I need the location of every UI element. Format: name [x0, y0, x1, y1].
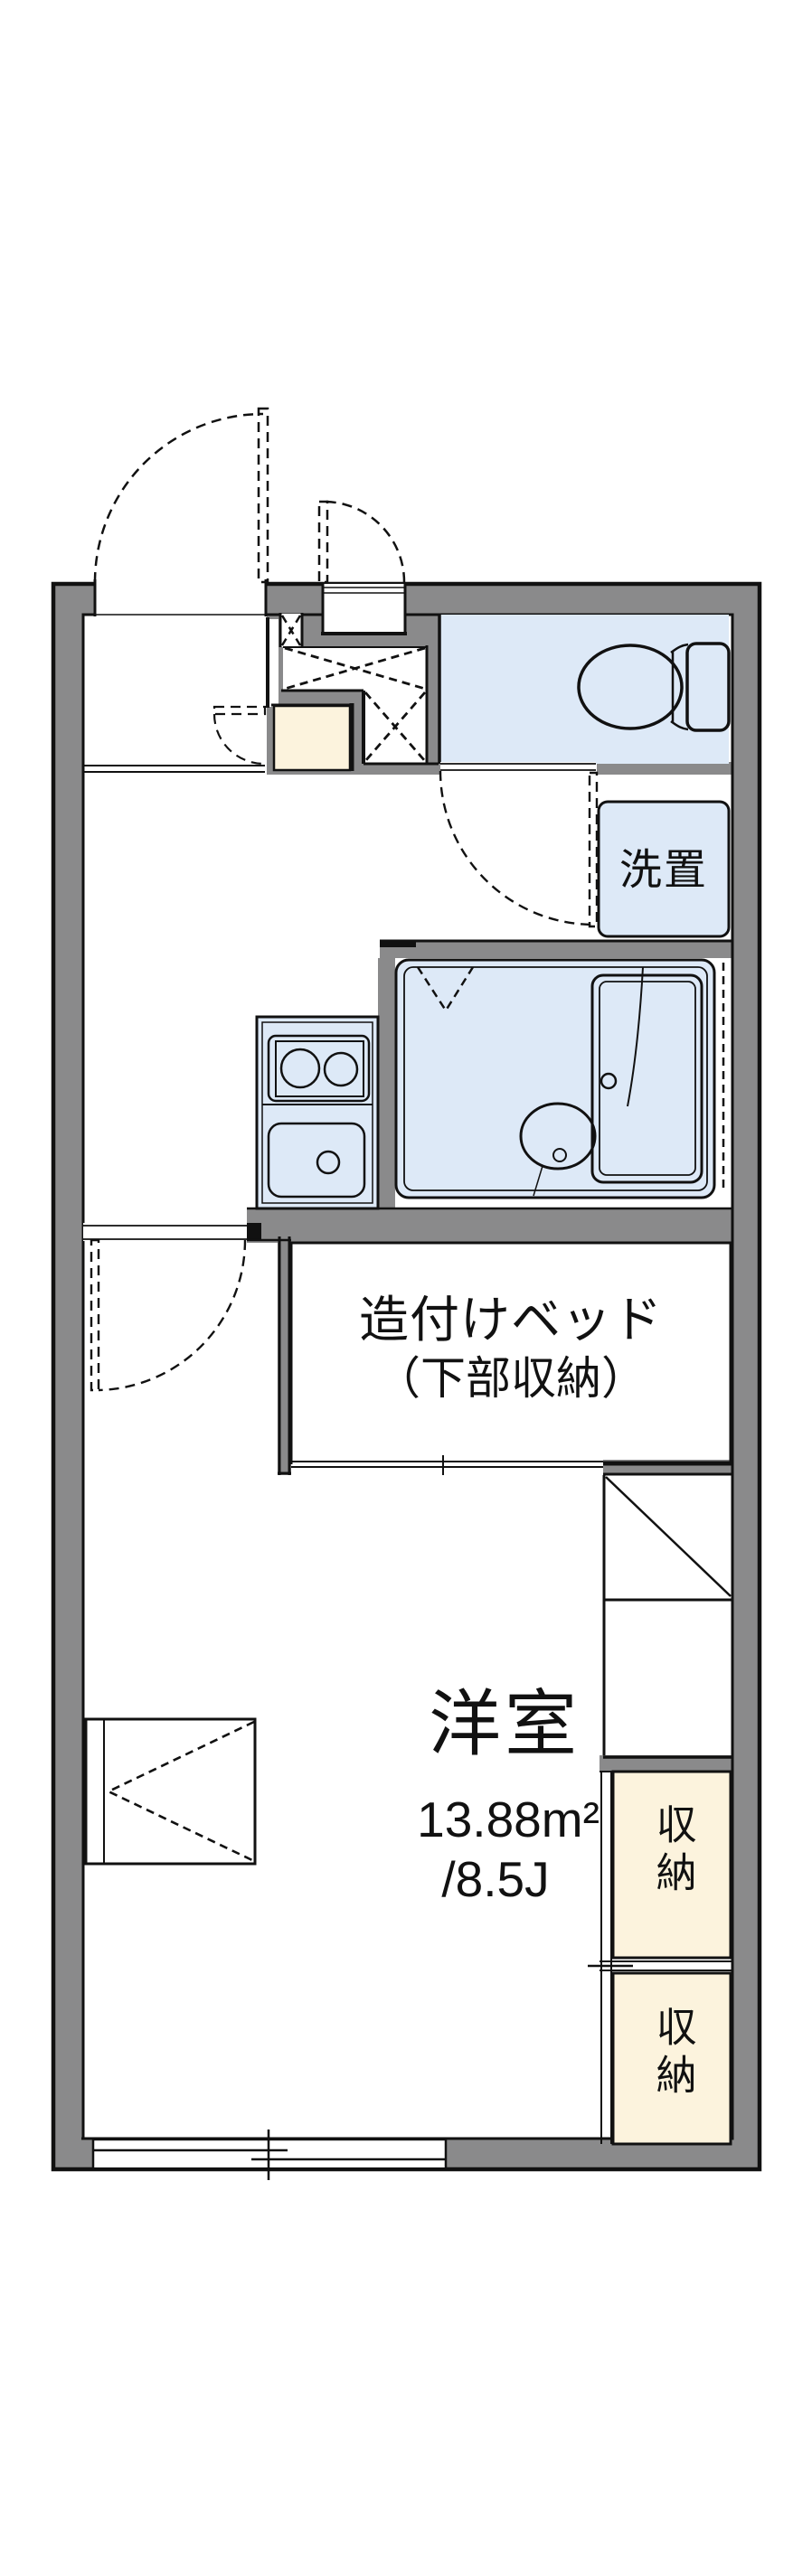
toilet-tank-icon — [685, 642, 731, 732]
room-door-area — [83, 1207, 732, 1392]
sink-drain-icon — [316, 1150, 341, 1175]
room-tatami-label: /8.5J — [441, 1851, 550, 1908]
counter-outline — [84, 1717, 257, 1866]
wall-toilet-bottom — [597, 762, 732, 775]
room-area-label: 13.88m² — [417, 1791, 600, 1848]
bath-divider-line — [627, 966, 644, 1107]
bathtub-icon — [590, 973, 703, 1184]
entrance-openings — [93, 579, 407, 635]
wash-basin-icon — [519, 1102, 597, 1170]
storage-box-2 — [611, 1971, 732, 2146]
wall-storage-top — [600, 1755, 761, 1772]
sink-icon — [267, 1122, 366, 1199]
stove-burner-icon — [279, 1048, 321, 1089]
kitchen — [255, 1015, 380, 1210]
washer-space-box — [597, 800, 731, 938]
counter-fold-icon — [105, 1720, 255, 1863]
wall-right — [732, 582, 761, 2171]
wall-bath-top — [380, 940, 737, 958]
toilet-room — [438, 615, 731, 928]
room-name-label: 洋室 — [429, 1684, 581, 1764]
storage-label-1: 収納 — [649, 1803, 696, 1899]
room-door-leaf — [90, 1238, 100, 1392]
bottom-window — [81, 2129, 448, 2180]
wall-bath-bottom — [247, 1208, 761, 1243]
toilet-bowl-icon — [577, 644, 684, 730]
wall-bath-left — [378, 958, 395, 1243]
genkan-x-icon — [364, 691, 427, 762]
wall-left — [52, 582, 83, 2171]
small-door-arc — [323, 500, 406, 583]
fridge-space-diagonal — [605, 1476, 732, 1597]
genkan-x-icon — [284, 646, 426, 691]
entrance-door-arc — [93, 412, 264, 583]
hall-door-arc — [212, 713, 265, 766]
storage-label-2: 収納 — [649, 2006, 696, 2101]
genkan-area — [83, 613, 439, 773]
toilet-door-arc — [439, 770, 595, 926]
small-door-leaf — [317, 500, 329, 584]
bed-label-line2: （下部収納） — [375, 1352, 647, 1404]
wall-bed-left — [278, 1236, 291, 1475]
folding-counter — [84, 1717, 257, 1866]
shoe-cabinet — [272, 704, 352, 772]
stove-icon — [267, 1034, 371, 1103]
entrance-door-opening — [95, 579, 267, 617]
stove-burner-icon — [323, 1051, 359, 1087]
storage-box-1 — [611, 1770, 732, 1960]
room-doorway — [83, 1223, 247, 1241]
bath-floor — [394, 958, 716, 1199]
bed-label-line1: 造付けベッド — [358, 1292, 664, 1349]
toilet-door-leaf — [588, 771, 599, 928]
washer-space-label: 洗置 — [619, 845, 708, 894]
toilet-room-floor — [440, 615, 729, 764]
genkan-square — [364, 647, 427, 763]
bathtub-faucet-icon — [600, 1072, 618, 1090]
unit-bath — [380, 939, 732, 1199]
entrance-doors — [93, 407, 406, 584]
bed-outline — [289, 1241, 732, 1464]
entrance-niche — [322, 584, 406, 635]
hall-door-leaf — [212, 705, 267, 716]
bowtie-x-icon — [280, 615, 302, 646]
entrance-door-leaf — [257, 407, 269, 584]
kitchen-counter — [255, 1015, 380, 1210]
right-column — [588, 1475, 732, 2146]
bath-folding-door-icon — [416, 966, 475, 1013]
basin-drain-icon — [552, 1148, 567, 1162]
built-in-bed — [278, 1236, 732, 1476]
genkan-gap — [269, 619, 279, 707]
room-door-arc — [98, 1239, 247, 1392]
